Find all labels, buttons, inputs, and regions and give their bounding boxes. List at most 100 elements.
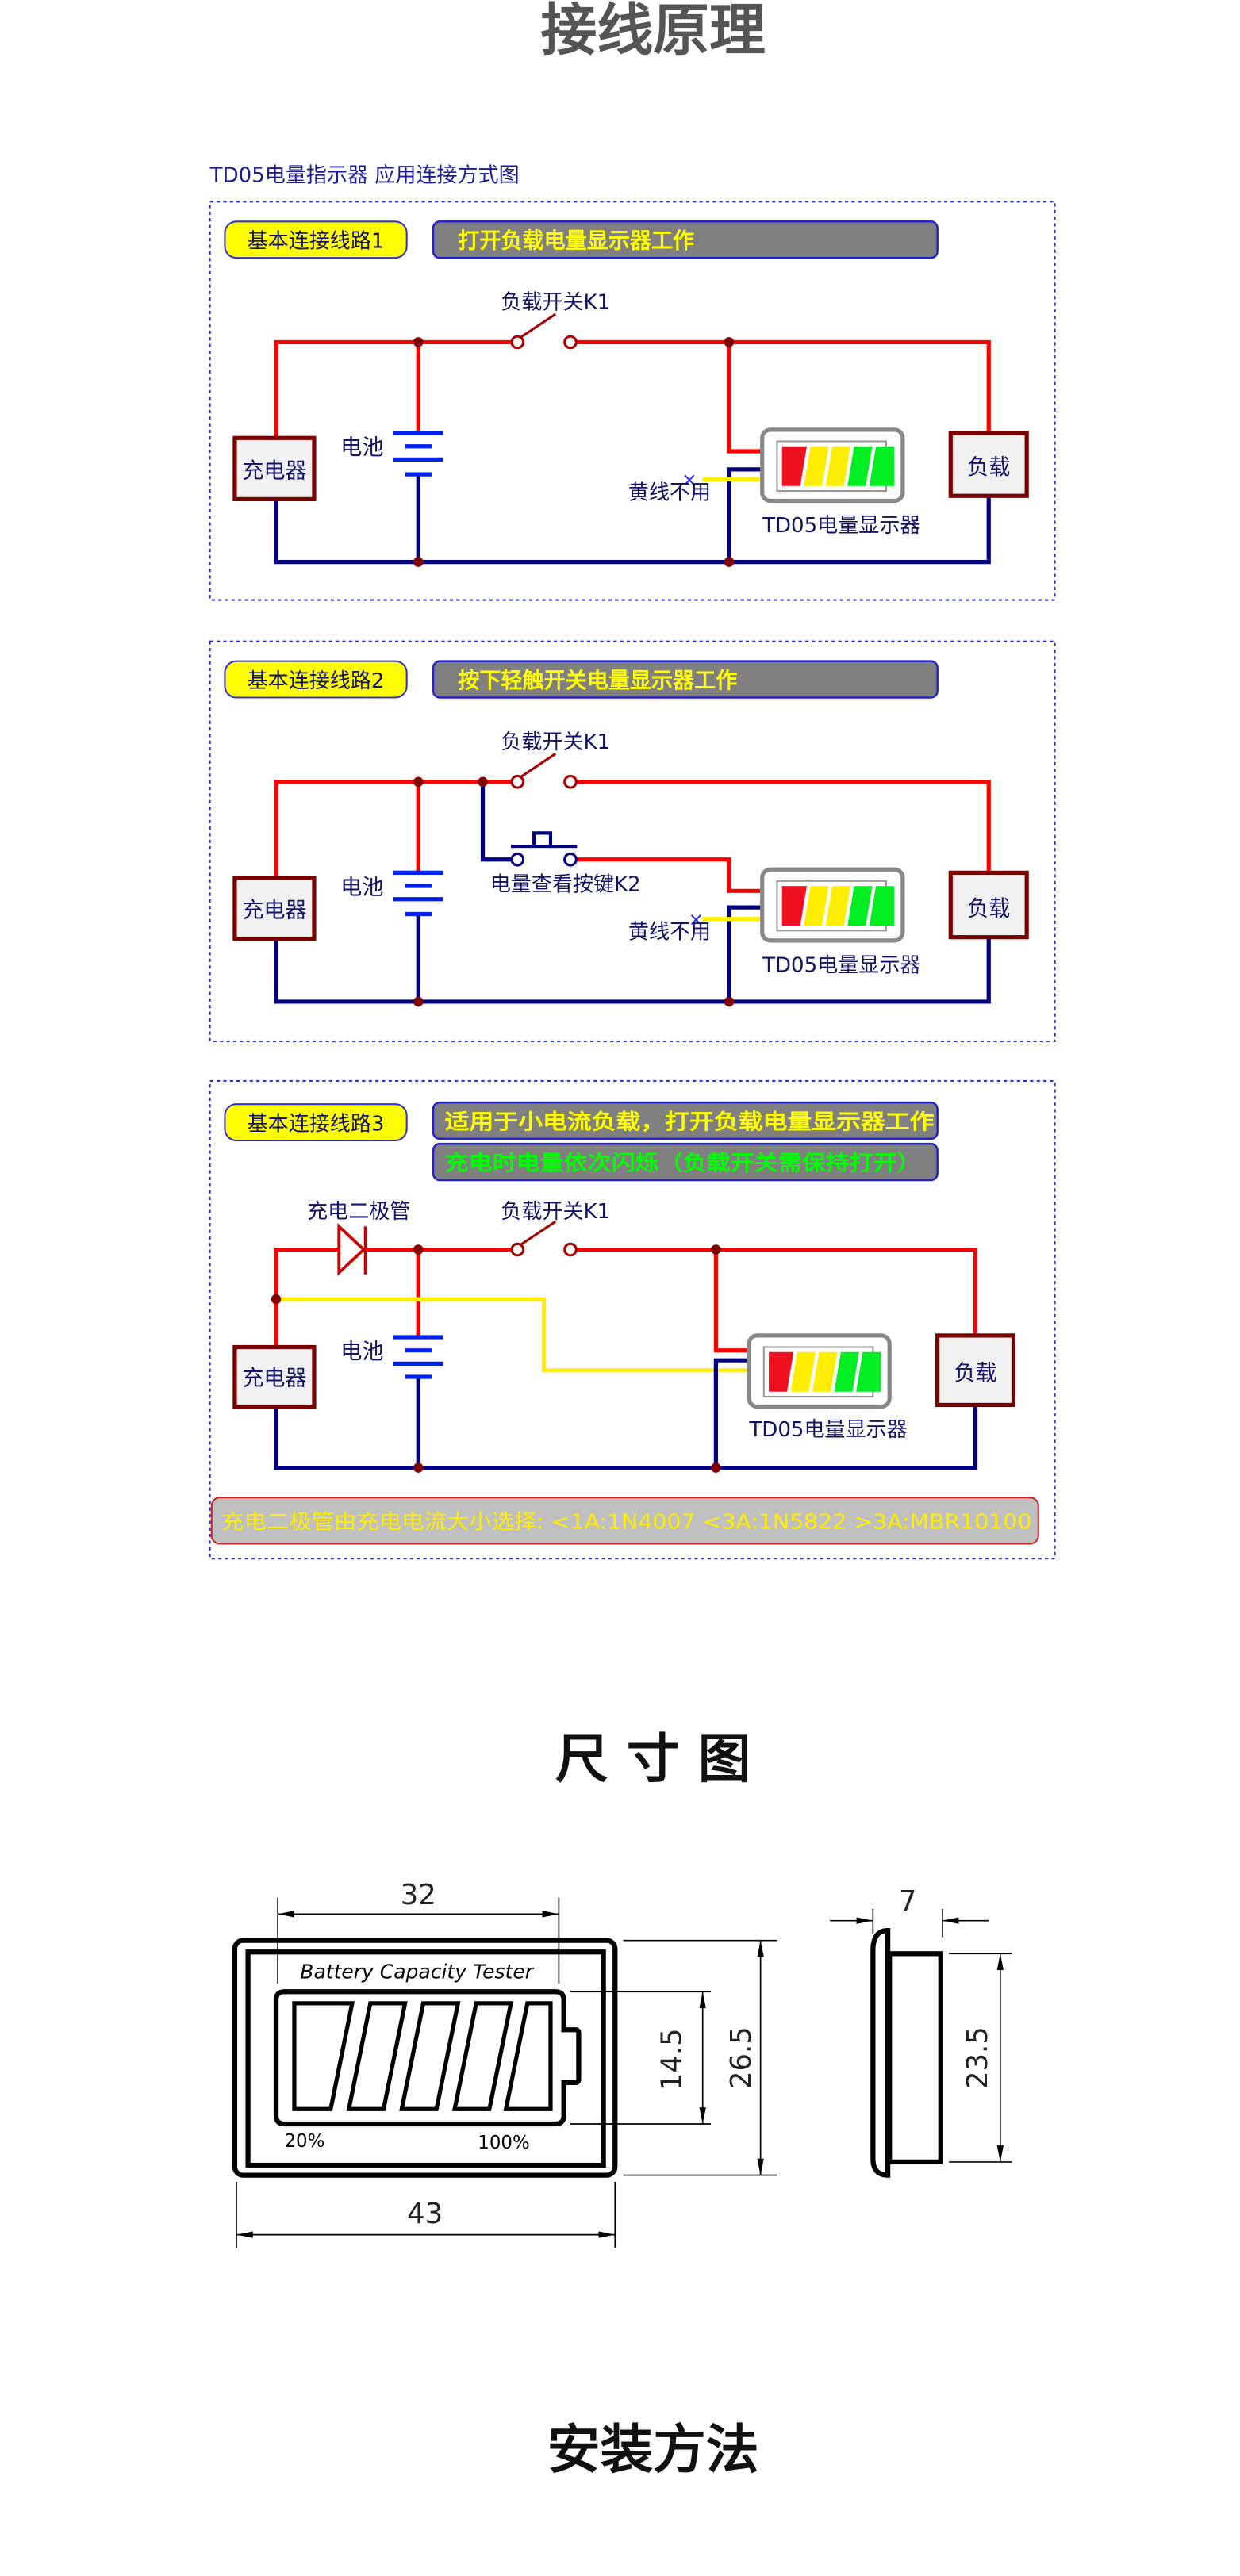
dimension-height-display: 14.5: [656, 2028, 689, 2091]
dimension-width-display: 32: [401, 1879, 436, 1911]
circuit-banner: [432, 1101, 939, 1140]
indicator-segment: [781, 446, 807, 486]
indicator-segment: [804, 886, 829, 926]
junction-dot: [413, 1462, 424, 1473]
circuit-banner: [432, 660, 939, 699]
push-button-symbol: [510, 831, 578, 867]
switch-label: 负载开关K1: [501, 730, 610, 754]
circuit-banner-label: 打开负载电量显示器工作: [458, 229, 694, 254]
installation-section-title: 安装方法: [547, 2418, 759, 2480]
positive-wire: [274, 780, 516, 880]
charger-label: 充电器: [242, 458, 306, 483]
indicator-segment: [769, 1351, 794, 1392]
level-segment: [503, 2001, 553, 2111]
positive-wire: [570, 1247, 978, 1336]
junction-dot: [724, 996, 735, 1007]
indicator-segment: [847, 886, 873, 926]
battery-indicator: [762, 869, 903, 941]
dimension-height-total: 26.5: [725, 2026, 758, 2089]
switch-terminal: [510, 335, 525, 350]
circuit-badge-label: 基本连接线路2: [248, 669, 385, 693]
indicator-segment: [790, 1351, 816, 1392]
switch-terminal: [510, 774, 525, 789]
switch-lever: [520, 753, 557, 778]
junction-dot: [478, 776, 488, 788]
dimension-side-height: 23.5: [962, 2026, 994, 2089]
display-label: TD05电量显示器: [762, 953, 920, 977]
load-box: [948, 870, 1029, 940]
indicator-segment: [834, 1351, 859, 1392]
level-segment: [399, 2001, 461, 2111]
positive-wire: [274, 339, 516, 443]
circuit-badge: [224, 220, 408, 259]
max-level-label: 100%: [478, 2133, 530, 2153]
diode-note-box: [210, 1497, 1039, 1545]
switch-lever: [520, 1220, 557, 1246]
switch-label: 负载开关K1: [501, 291, 610, 315]
indicator-segment: [804, 446, 829, 486]
level-segment: [451, 2001, 514, 2111]
circuit-badge: [224, 1103, 408, 1142]
side-view-drawing: [830, 1909, 1012, 2178]
load-box: [935, 1333, 1016, 1408]
switch-label: 负载开关K1: [501, 1200, 610, 1224]
positive-wire: [570, 780, 991, 873]
signal-wire: [276, 1297, 750, 1373]
unused-mark: ×: [689, 910, 704, 930]
charger-label: 充电器: [242, 1366, 306, 1390]
battery-symbol: [393, 870, 443, 917]
junction-dot: [724, 337, 735, 347]
switch-terminal: [510, 1242, 525, 1257]
junction-dot: [711, 1462, 721, 1473]
diode-note: 充电二极管由充电电流大小选择: <1A:1N4007 <3A:1N5822 >3…: [221, 1511, 1031, 1535]
positive-wire: [274, 1247, 340, 1359]
outer-bezel: [232, 1938, 618, 2178]
battery-label: 电池: [340, 875, 383, 899]
circuit-banner: [432, 220, 939, 259]
circuit-banner-label: 按下轻触开关电量显示器工作: [458, 668, 737, 693]
dimension-width-total: 43: [407, 2198, 443, 2230]
display-label: TD05电量显示器: [762, 514, 920, 538]
load-box: [948, 431, 1029, 498]
load-label: 负载: [967, 897, 1010, 922]
negative-wire: [480, 781, 515, 862]
circuit-2: 基本连接线路2 按下轻触开关电量显示器工作 负载开关K1 电量查看按键K2: [209, 640, 1056, 1043]
circuit-frame: [209, 201, 1056, 601]
negative-wire: [713, 1358, 750, 1468]
unused-label: 黄线不用: [628, 481, 711, 504]
junction-dot: [724, 557, 735, 567]
negative-wire: [274, 937, 991, 1004]
unused-label: 黄线不用: [628, 921, 711, 945]
charger-label: 充电器: [242, 899, 306, 923]
switch-terminal: [563, 335, 578, 350]
battery-indicator: [762, 430, 903, 501]
circuit-banner-label: 充电时电量依次闪烁（负载开关需保持打开）: [445, 1152, 921, 1176]
indicator-segment: [781, 886, 807, 926]
dimension-depth: 7: [899, 1885, 917, 1918]
unused-mark: ×: [681, 470, 697, 491]
min-level-label: 20%: [284, 2131, 324, 2152]
dimensions-section-title: 尺 寸 图: [555, 1727, 751, 1789]
charger-box: [232, 876, 317, 941]
negative-wire: [727, 905, 762, 1002]
indicator-segment: [847, 446, 873, 486]
junction-dot: [413, 557, 424, 567]
battery-symbol: [393, 1335, 443, 1379]
wiring-section-title: 接线原理: [540, 0, 765, 63]
indicator-segment: [825, 886, 851, 926]
junction-dot: [413, 996, 424, 1007]
side-body: [887, 1951, 943, 2165]
switch-terminal: [563, 1242, 578, 1257]
charger-box: [232, 1344, 317, 1409]
negative-wire: [274, 1405, 978, 1470]
indicator-segment: [825, 446, 851, 486]
battery-symbol: [393, 431, 443, 477]
circuit-3: 基本连接线路3 适用于小电流负载，打开负载电量显示器工作 充电时电量依次闪烁（负…: [209, 1079, 1056, 1560]
junction-dot: [413, 776, 424, 788]
circuit-banner-label: 适用于小电流负载，打开负载电量显示器工作: [445, 1110, 935, 1134]
battery-label: 电池: [340, 1340, 383, 1364]
junction-dot: [413, 1244, 424, 1255]
negative-wire: [727, 467, 762, 562]
positive-wire: [572, 857, 762, 893]
